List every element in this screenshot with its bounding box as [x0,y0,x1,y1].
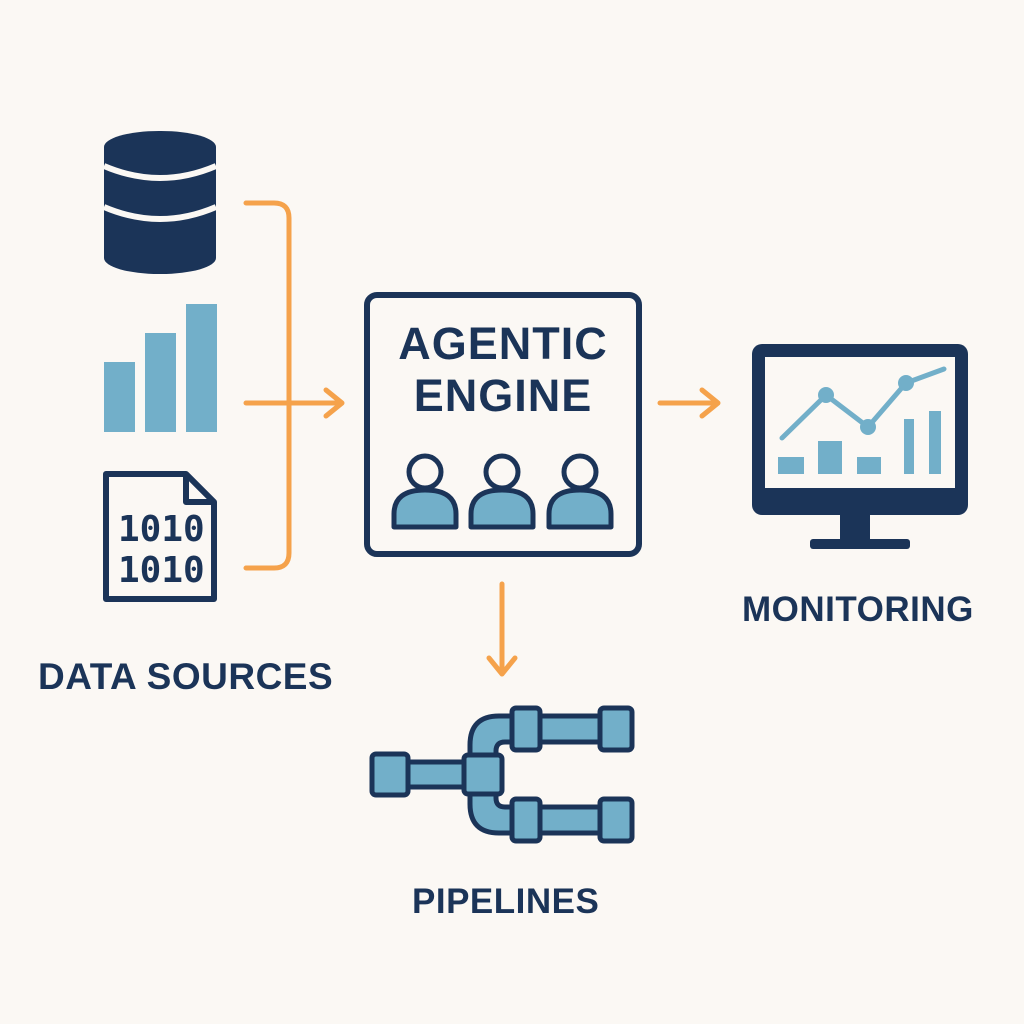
data-sources-label: DATA SOURCES [38,656,334,697]
engine-title-line-2: ENGINE [413,370,593,421]
user-icon [546,453,614,530]
pipes-icon [369,705,635,844]
engine-title: AGENTIC ENGINE [367,318,639,422]
file-binary-line-2: 1010 [118,550,205,591]
database-icon [102,131,218,274]
file-binary-line-1: 1010 [118,509,205,550]
user-icon [468,453,536,530]
monitor-chart-icon [752,344,968,549]
engine-to-monitoring-arrow [657,387,721,419]
monitoring-label: MONITORING [742,590,974,629]
sources-to-engine-connector [243,200,345,571]
engine-title-line-1: AGENTIC [398,318,608,369]
pipelines-label: PIPELINES [412,882,600,921]
bar-chart-icon [104,304,217,432]
user-icon [391,453,459,530]
binary-file-icon: 1010 1010 [103,471,217,602]
engine-to-pipelines-arrow [486,581,518,677]
